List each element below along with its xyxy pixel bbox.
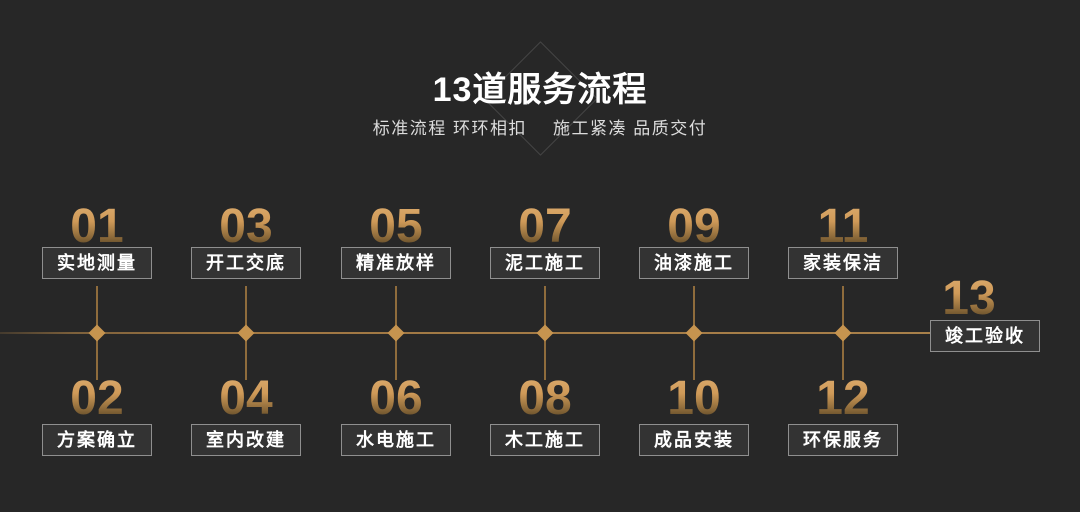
- page-subtitle: 标准流程 环环相扣 施工紧凑 品质交付: [0, 114, 1080, 139]
- step-label: 开工交底: [191, 247, 301, 279]
- step-05: 05 精准放样: [316, 203, 476, 279]
- step-number: 06: [316, 375, 476, 423]
- step-label: 泥工施工: [490, 247, 600, 279]
- step-01: 01 实地测量: [17, 203, 177, 279]
- page-title: 13道服务流程: [432, 71, 648, 109]
- diamond-marker-icon: [88, 324, 106, 342]
- diamond-marker-icon: [834, 324, 852, 342]
- diamond-marker-icon: [237, 324, 255, 342]
- step-04: 04 室内改建: [166, 375, 326, 456]
- step-06: 06 水电施工: [316, 375, 476, 456]
- step-number: 11: [763, 203, 923, 251]
- step-02: 02 方案确立: [17, 375, 177, 456]
- step-label: 成品安装: [639, 424, 749, 456]
- step-label: 木工施工: [490, 424, 600, 456]
- step-10: 10 成品安装: [614, 375, 774, 456]
- step-label: 家装保洁: [788, 247, 898, 279]
- diamond-marker-icon: [387, 324, 405, 342]
- step-12: 12 环保服务: [763, 375, 923, 456]
- step-label: 实地测量: [42, 247, 152, 279]
- step-label: 环保服务: [788, 424, 898, 456]
- step-number: 12: [763, 375, 923, 423]
- step-11: 11 家装保洁: [763, 203, 923, 279]
- step-label: 精准放样: [341, 247, 451, 279]
- step-number: 07: [465, 203, 625, 251]
- step-number: 02: [17, 375, 177, 423]
- step-number: 13: [889, 275, 1049, 323]
- step-number: 10: [614, 375, 774, 423]
- subtitle-left: 标准流程 环环相扣: [372, 119, 527, 138]
- step-13: 13 竣工验收: [897, 275, 1057, 352]
- step-07: 07 泥工施工: [465, 203, 625, 279]
- step-number: 08: [465, 375, 625, 423]
- subtitle-right: 施工紧凑 品质交付: [553, 119, 708, 138]
- diamond-marker-icon: [536, 324, 554, 342]
- step-09: 09 油漆施工: [614, 203, 774, 279]
- step-number: 03: [166, 203, 326, 251]
- step-03: 03 开工交底: [166, 203, 326, 279]
- step-label: 水电施工: [341, 424, 451, 456]
- step-label: 油漆施工: [639, 247, 749, 279]
- step-label: 室内改建: [191, 424, 301, 456]
- step-number: 04: [166, 375, 326, 423]
- step-label: 竣工验收: [930, 320, 1040, 352]
- step-number: 05: [316, 203, 476, 251]
- timeline-line: [0, 332, 930, 334]
- diamond-marker-icon: [685, 324, 703, 342]
- step-08: 08 木工施工: [465, 375, 625, 456]
- step-number: 09: [614, 203, 774, 251]
- step-label: 方案确立: [42, 424, 152, 456]
- step-number: 01: [17, 203, 177, 251]
